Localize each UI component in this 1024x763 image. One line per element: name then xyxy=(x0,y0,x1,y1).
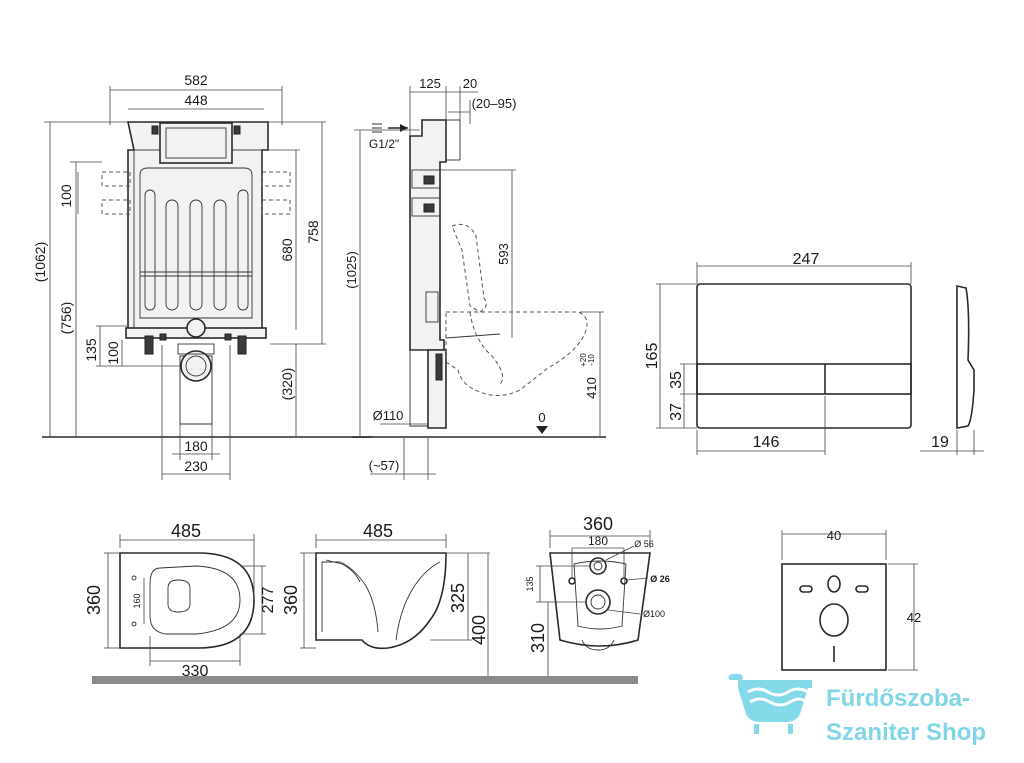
dim-1062: (1062) xyxy=(32,242,48,282)
dim-125: 125 xyxy=(419,76,441,91)
dim-758: 758 xyxy=(305,220,321,244)
dim-410-plus: +20 xyxy=(579,353,588,367)
bowl-side-view: 485 360 325 400 xyxy=(281,521,490,676)
dim-277: 277 xyxy=(260,587,277,614)
dim-360-side: 360 xyxy=(281,585,301,615)
dim-100-brackets: 100 xyxy=(58,184,74,208)
dim-582: 582 xyxy=(184,72,208,88)
floor-bar xyxy=(92,676,638,684)
dim-410: 410 xyxy=(584,377,599,399)
dim-37: 37 xyxy=(668,403,685,421)
flush-plate: 247 165 35 37 146 19 xyxy=(644,251,984,455)
dim-230: 230 xyxy=(184,458,208,474)
dim-20: 20 xyxy=(463,76,477,91)
dim-593: 593 xyxy=(496,243,511,265)
dim-19: 19 xyxy=(931,434,949,451)
dim-100-drain: 100 xyxy=(105,341,121,365)
label-g12: G1/2" xyxy=(369,137,399,151)
dim-330: 330 xyxy=(182,663,209,680)
dim-360-back: 360 xyxy=(583,514,613,534)
dim-680: 680 xyxy=(279,238,295,262)
logo-line2: Szaniter Shop xyxy=(826,719,986,746)
dim-360-top: 360 xyxy=(84,585,104,615)
dim-180-back: 180 xyxy=(588,534,608,548)
dim-310: 310 xyxy=(528,623,548,653)
shop-logo: Fürdőszoba- Szaniter Shop xyxy=(728,674,986,746)
label-zero: 0 xyxy=(538,410,545,425)
dim-d100: Ø100 xyxy=(643,609,665,619)
gasket-plate: 40 42 xyxy=(781,528,921,671)
dim-448: 448 xyxy=(184,92,208,108)
dim-135: 135 xyxy=(83,338,99,362)
dim-20-95: (20–95) xyxy=(472,96,517,111)
dim-400: 400 xyxy=(469,615,489,645)
dim-d56: Ø 56 xyxy=(634,539,654,549)
dim-d110: Ø110 xyxy=(373,408,404,423)
dim-146: 146 xyxy=(753,434,780,451)
dim-756: (756) xyxy=(58,302,74,335)
dim-165: 165 xyxy=(644,343,661,370)
dim-320: (320) xyxy=(279,368,295,401)
front-view: 582 448 (1062) (756) 100 135 100 680 758… xyxy=(32,72,372,480)
dim-485-side: 485 xyxy=(363,521,393,541)
dim-410-minus: -10 xyxy=(587,354,596,366)
dim-35: 35 xyxy=(668,371,685,389)
dim-180: 180 xyxy=(184,438,208,454)
dim-135-back: 135 xyxy=(525,576,535,591)
dim-485-top: 485 xyxy=(171,521,201,541)
bowl-back-view: 360 180 Ø 56 Ø 26 Ø100 135 310 xyxy=(525,514,670,676)
side-view: G1/2" 125 20 (20–95) (1025) 593 410 +20 … xyxy=(344,76,606,480)
bowl-top-view: 485 360 160 277 330 xyxy=(84,521,277,680)
dim-57: (~57) xyxy=(369,458,400,473)
bathtub-icon xyxy=(728,674,812,734)
dim-247: 247 xyxy=(793,251,820,268)
dim-42: 42 xyxy=(907,610,921,625)
dim-325: 325 xyxy=(448,583,468,613)
logo-line1: Fürdőszoba- xyxy=(826,685,970,712)
dim-d26: Ø 26 xyxy=(650,574,670,584)
dim-1025: (1025) xyxy=(344,251,359,289)
dim-40: 40 xyxy=(827,528,841,543)
dim-160: 160 xyxy=(132,593,142,608)
